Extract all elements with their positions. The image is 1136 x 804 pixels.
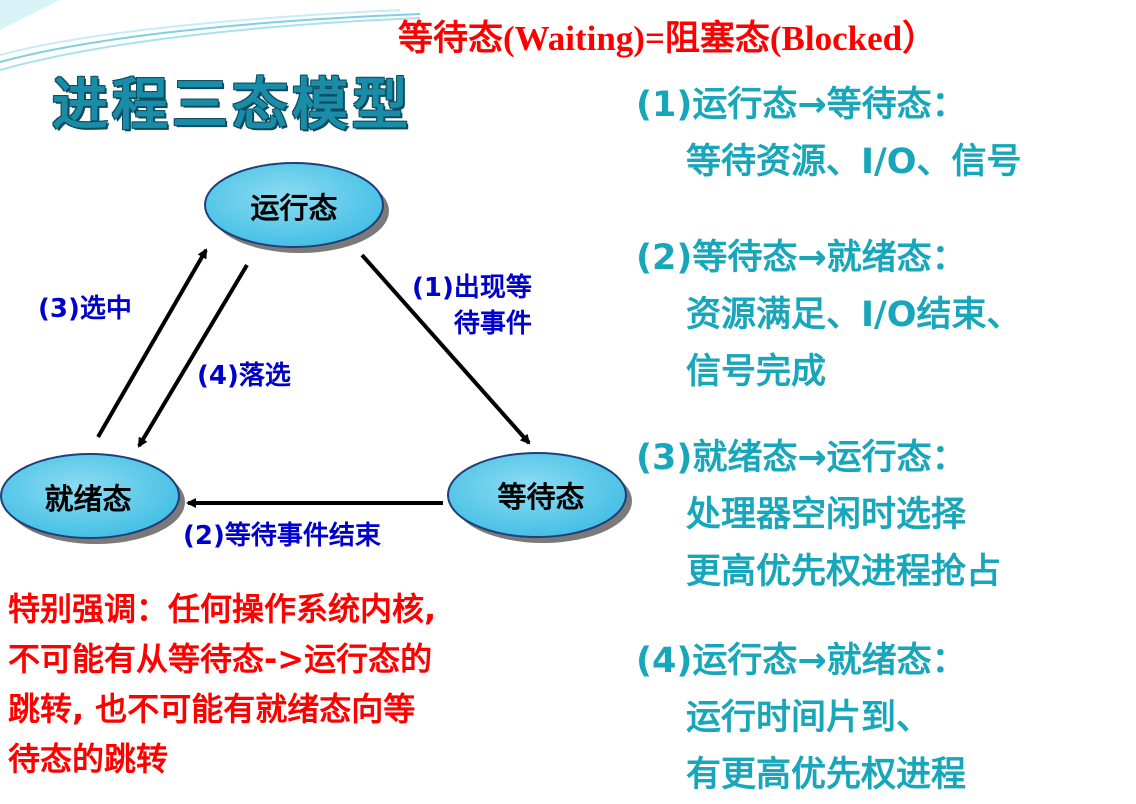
transition-3: (3)就绪态→运行态： 处理器空闲时选择 更高优先权进程抢占	[636, 430, 1001, 601]
edge-label-1-line2: 待事件	[453, 309, 532, 339]
running-state-node	[204, 162, 384, 248]
transition-1: (1)运行态→等待态： 等待资源、I/O、信号	[636, 77, 1022, 191]
running-state-label: 运行态	[250, 191, 338, 225]
edge-label-3: (3)选中	[38, 294, 132, 324]
warning-line: 跳转, 也不可能有就绪态向等	[8, 690, 416, 728]
warning-line: 待态的跳转	[8, 740, 169, 778]
transition-3-desc-line1: 处理器空闲时选择	[686, 495, 967, 535]
state-diagram	[0, 162, 632, 544]
arrow-running-to-ready	[137, 263, 249, 448]
transition-1-desc: 等待资源、I/O、信号	[686, 142, 1022, 182]
ready-state-node	[0, 453, 180, 539]
transition-2-desc-line2: 信号完成	[686, 352, 827, 392]
transition-2-desc-line1: 资源满足、I/O结束、	[686, 295, 1022, 335]
transition-4: (4)运行态→就绪态： 运行时间片到、 有更高优先权进程	[636, 633, 967, 804]
transition-2-head: (2)等待态→就绪态：	[636, 238, 967, 278]
transition-1-head: (1)运行态→等待态：	[636, 85, 967, 125]
edge-label-4: (4)落选	[197, 361, 291, 391]
edge-label-2: (2)等待事件结束	[183, 521, 381, 551]
waiting-state-node	[447, 452, 627, 538]
arrow-ready-to-running	[96, 248, 208, 439]
edge-label-1-line1: (1)出现等	[412, 273, 532, 303]
transition-4-head: (4)运行态→就绪态：	[636, 641, 967, 681]
ready-state-label: 就绪态	[44, 482, 132, 516]
transition-4-desc-line1: 运行时间片到、	[686, 698, 932, 738]
transition-2: (2)等待态→就绪态： 资源满足、I/O结束、 信号完成	[636, 230, 1022, 401]
arrow-running-to-waiting	[360, 253, 531, 445]
warning-note: 特别强调：任何操作系统内核, 不可能有从等待态->运行态的 跳转, 也不可能有就…	[8, 584, 608, 784]
main-title: 进程三态模型	[52, 72, 412, 138]
top-title: 等待态(Waiting)=阻塞态(Blocked）	[398, 19, 938, 58]
transition-3-head: (3)就绪态→运行态：	[636, 438, 967, 478]
warning-line: 特别强调：任何操作系统内核,	[8, 590, 437, 628]
waiting-state-label: 等待态	[497, 480, 585, 514]
header-swoosh-decoration	[0, 0, 420, 71]
transition-4-desc-line2: 有更高优先权进程	[686, 755, 967, 795]
warning-line: 不可能有从等待态->运行态的	[8, 640, 433, 678]
edge-label-1: (1)出现等 待事件	[412, 270, 532, 342]
transition-3-desc-line2: 更高优先权进程抢占	[686, 552, 1002, 592]
